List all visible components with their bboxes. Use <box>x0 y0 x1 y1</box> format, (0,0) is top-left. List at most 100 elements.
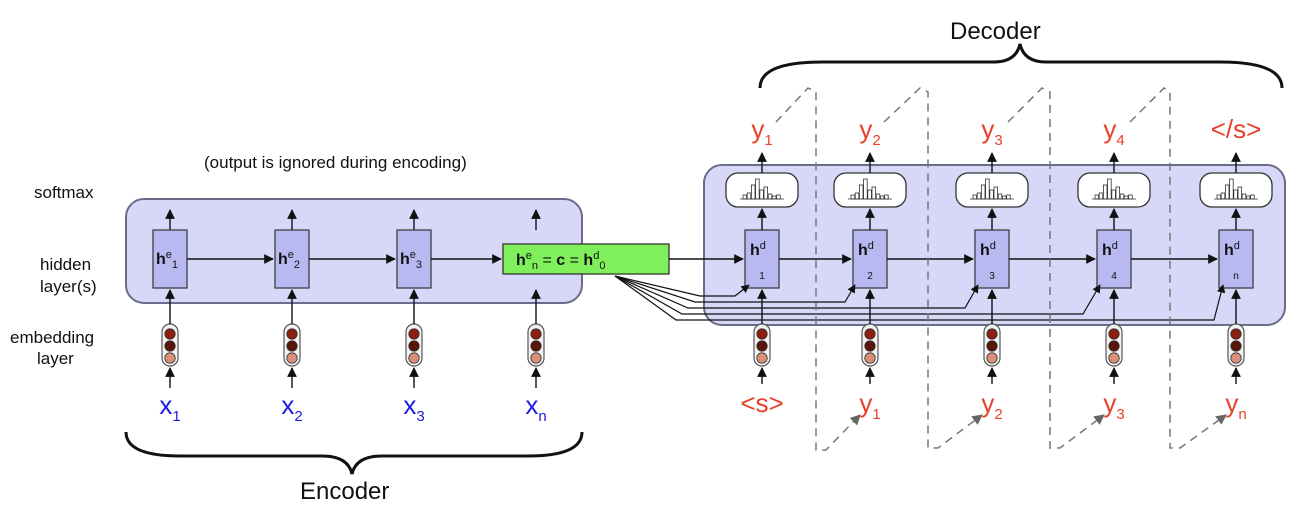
encoding-note: (output is ignored during encoding) <box>204 153 467 172</box>
softmax-bar <box>867 189 872 200</box>
softmax-bar <box>759 189 764 200</box>
softmax-bar <box>776 194 781 200</box>
encoder-hidden-1: he1 <box>152 229 188 289</box>
softmax-bar <box>1237 186 1242 200</box>
embedding-unit <box>286 328 298 340</box>
embedding-unit <box>756 352 768 364</box>
softmax-bar <box>1241 193 1247 200</box>
softmax-bar <box>746 192 752 200</box>
embedding-unit <box>164 352 176 364</box>
embedding-unit <box>756 328 768 340</box>
svg-text:2: 2 <box>867 271 873 282</box>
decoder-input-5: yn <box>1225 388 1246 423</box>
embedding-unit <box>530 328 542 340</box>
embedding-unit <box>408 328 420 340</box>
encoder-embedding-1 <box>161 323 179 367</box>
embedding-unit <box>164 340 176 352</box>
softmax-dist-2 <box>833 172 907 208</box>
embedding-unit <box>864 328 876 340</box>
decoder-embedding-5 <box>1227 323 1245 367</box>
svg-text:hd: hd <box>980 240 996 259</box>
embedding-unit <box>986 328 998 340</box>
svg-text:he2: he2 <box>278 249 300 271</box>
encoder-embedding-2 <box>283 323 301 367</box>
decoder-embedding-3 <box>983 323 1001 367</box>
softmax-bar <box>1006 194 1011 200</box>
context-vector: hen = c = hd0 <box>502 243 670 275</box>
softmax-dist-3 <box>955 172 1029 208</box>
encoder-embedding-4 <box>527 323 545 367</box>
softmax-dist-1 <box>725 172 799 208</box>
embedding-unit <box>1108 328 1120 340</box>
decoder-hidden-4: hd 4 <box>1096 229 1132 289</box>
softmax-bar <box>767 193 773 200</box>
softmax-bar <box>1107 178 1112 200</box>
decoder-brace <box>758 43 1284 89</box>
svg-text:n: n <box>1233 271 1239 282</box>
softmax-bar <box>751 184 756 200</box>
hidden-label-line2: layer(s) <box>40 277 97 296</box>
encoder-hidden-3: he3 <box>396 229 432 289</box>
softmax-bar <box>880 195 885 200</box>
svg-text:he1: he1 <box>156 249 178 271</box>
decoder-embedding-2 <box>861 323 879 367</box>
embedding-label-line2: layer <box>37 349 74 368</box>
decoder-hidden-5: hd n <box>1218 229 1254 289</box>
decoder-output-3: y3 <box>981 114 1002 149</box>
embedding-unit <box>530 352 542 364</box>
embedding-unit <box>408 340 420 352</box>
softmax-bar <box>1124 195 1129 200</box>
encoder-input-4: xn <box>525 390 546 425</box>
decoder-title: Decoder <box>950 18 1041 45</box>
embedding-unit <box>286 340 298 352</box>
softmax-bar <box>1119 193 1125 200</box>
softmax-label: softmax <box>34 183 94 202</box>
encoder-input-1: x1 <box>159 390 180 425</box>
svg-text:1: 1 <box>759 271 765 282</box>
embedding-unit <box>1230 340 1242 352</box>
decoder-output-5: </s> <box>1211 114 1262 144</box>
svg-text:hd: hd <box>1224 240 1240 259</box>
softmax-bar <box>993 186 998 200</box>
decoder-hidden-3: hd3 <box>974 229 1010 289</box>
svg-text:hd: hd <box>750 240 766 259</box>
decoder-input-3: y2 <box>981 388 1002 423</box>
softmax-bar <box>863 178 868 200</box>
embedding-label-line1: embedding <box>10 328 94 347</box>
context-fan-line-5 <box>614 275 1226 321</box>
softmax-bar <box>742 194 747 200</box>
decoder-input-4: y3 <box>1103 388 1124 423</box>
softmax-bar <box>850 194 855 200</box>
softmax-bar <box>1216 194 1221 200</box>
decoder-output-4: y4 <box>1103 114 1124 149</box>
decoder-embedding-4 <box>1105 323 1123 367</box>
svg-text:he3: he3 <box>400 249 422 271</box>
softmax-bar <box>1229 178 1234 200</box>
context-fan-line-1 <box>614 275 750 297</box>
softmax-bar <box>972 194 977 200</box>
softmax-bar <box>1225 184 1230 200</box>
context-fan-line-2 <box>614 275 856 303</box>
encoder-input-3: x3 <box>403 390 424 425</box>
decoder-embedding-1 <box>753 323 771 367</box>
softmax-bar <box>1111 189 1116 200</box>
embedding-unit <box>864 340 876 352</box>
softmax-bar <box>755 178 760 200</box>
softmax-bar <box>1115 186 1120 200</box>
softmax-bar <box>772 195 777 200</box>
softmax-bar <box>997 193 1003 200</box>
svg-text:hen = c = hd0: hen = c = hd0 <box>516 250 605 272</box>
hidden-label-line1: hidden <box>40 255 91 274</box>
softmax-bar <box>1103 184 1108 200</box>
embedding-unit <box>1108 352 1120 364</box>
softmax-bar <box>985 178 990 200</box>
softmax-bar <box>854 192 860 200</box>
svg-text:4: 4 <box>1111 271 1117 282</box>
embedding-unit <box>986 340 998 352</box>
softmax-bar <box>1094 194 1099 200</box>
svg-text:hd: hd <box>1102 240 1118 259</box>
encoder-embedding-3 <box>405 323 423 367</box>
softmax-bar <box>875 193 881 200</box>
softmax-bar <box>884 194 889 200</box>
